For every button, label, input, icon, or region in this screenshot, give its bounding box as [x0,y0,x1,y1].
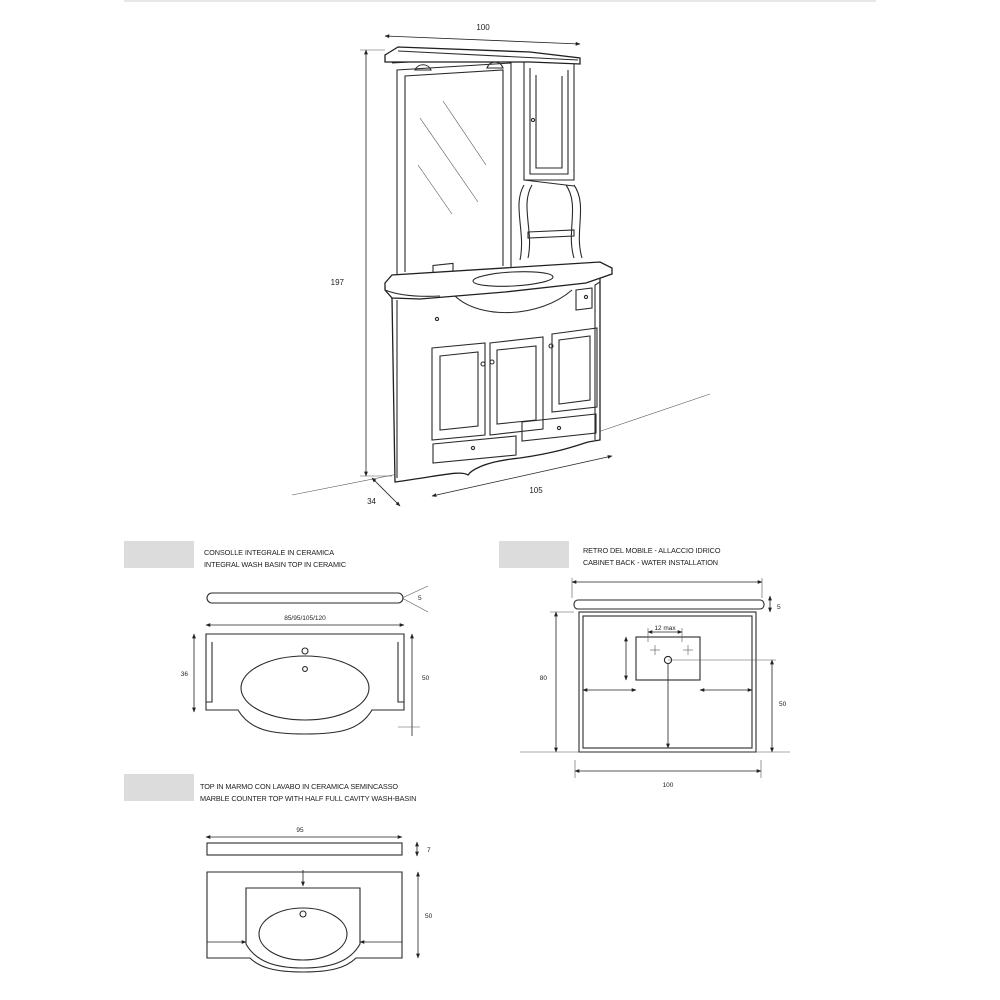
section-cabinet-back: RETRO DEL MOBILE - ALLACCIO IDRICO CABIN… [499,541,790,789]
door-2 [489,336,544,436]
dim-back-height: 80 [540,675,548,682]
integral-profile [206,592,404,604]
door-3 [551,327,598,413]
dim-integral-height: 50 [422,675,430,682]
wash-basin [472,271,554,287]
column-shelf [527,229,575,239]
title-back-it: RETRO DEL MOBILE - ALLACCIO IDRICO [583,546,721,555]
mirror-lamp-left [414,64,432,71]
dim-width-top: 100 [476,23,490,32]
section-marble-top: TOP IN MARMO CON LAVABO IN CERAMICA SEMI… [124,774,433,973]
floor-line-left [291,473,399,496]
dim-integral-widths: 85/95/105/120 [284,615,326,622]
bottom-drawer-2 [521,413,597,442]
dim-integral-thickness: 5 [418,595,422,602]
dim-marble-width: 95 [296,827,304,834]
marble-basin-bowl [258,907,348,961]
dim-marble-height: 50 [425,913,433,920]
basin-front-curve [454,289,573,314]
dim-width-bottom: 105 [529,486,543,495]
label-block-marble [124,774,194,801]
back-countertop [573,599,765,610]
label-block-integral [124,541,194,568]
title-back-en: CABINET BACK - WATER INSTALLATION [583,558,718,567]
integral-top-plan [205,633,405,735]
mirror [391,55,516,275]
marble-top-plan [206,871,403,973]
dim-integral-depth: 36 [181,671,189,678]
dim-depth: 34 [367,497,376,506]
cabinet-body [391,275,601,483]
integral-basin-bowl [240,655,370,721]
mirror-lamp-right [486,61,504,69]
floor-line-right [597,393,711,433]
dim-marble-thickness: 7 [427,847,431,854]
label-block-back [499,541,569,568]
dim-back-width: 100 [663,782,674,789]
marble-profile [206,842,403,856]
vanity-cabinet [391,262,601,483]
title-marble-en: MARBLE COUNTER TOP WITH HALF FULL CAVITY… [200,794,416,803]
title-integral-it: CONSOLLE INTEGRALE IN CERAMICA [204,548,334,557]
dim-height: 197 [331,278,345,287]
dim-back-top: 5 [777,604,781,611]
small-drawer-right [575,287,593,311]
dim-back-pipe: 50 [779,701,787,708]
dim-line-depth [371,477,401,507]
title-integral-en: INTEGRAL WASH BASIN TOP IN CERAMIC [204,560,346,569]
dim-back-offset: 12 max [654,625,676,632]
column-unit [518,62,583,261]
back-panel [578,611,757,753]
section-integral-basin: CONSOLLE INTEGRALE IN CERAMICA INTEGRAL … [124,541,430,736]
countertop [384,261,613,300]
door-1 [431,342,486,441]
dim-line-width-bottom [431,455,613,497]
title-marble-it: TOP IN MARMO CON LAVABO IN CERAMICA SEMI… [200,782,398,791]
marble-basin-outline [245,887,361,969]
dim-line-width-top [384,34,581,46]
mirror-reflection-1 [419,117,479,203]
main-cabinet-view: 100 197 34 105 [291,23,711,507]
